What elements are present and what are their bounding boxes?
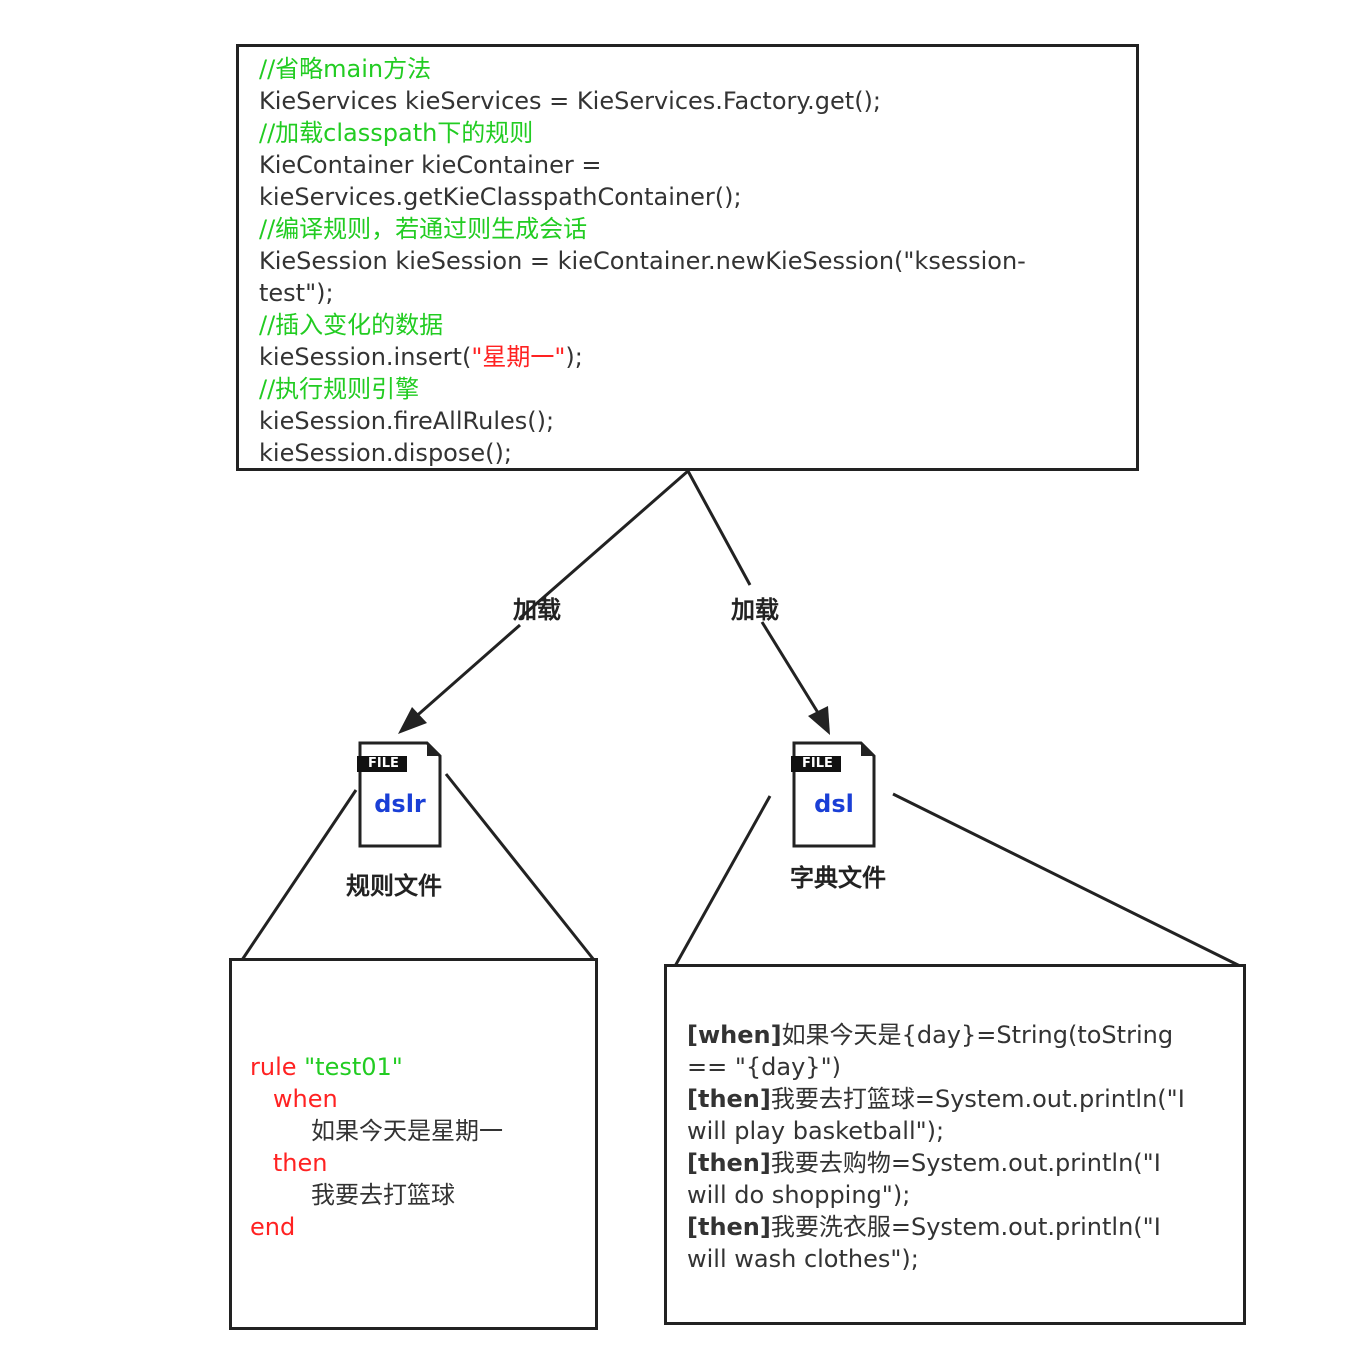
code-segment: then xyxy=(250,1149,328,1177)
code-segment: 我要去打篮球=System.out.println("I xyxy=(770,1085,1185,1113)
edge-to-dslr xyxy=(519,469,689,620)
file-badge: FILE xyxy=(368,756,399,771)
code-line: when xyxy=(250,1083,595,1115)
dslr-file-caption: 规则文件 xyxy=(346,872,442,900)
arrowhead-dsl xyxy=(808,706,830,735)
code-line: kieSession.fireAllRules(); xyxy=(259,405,1136,437)
edge-label-left: 加载 xyxy=(513,596,561,624)
code-segment: //编译规则，若通过则生成会话 xyxy=(259,215,588,243)
code-line: will play basketball"); xyxy=(687,1115,1243,1147)
edge-to-dsl-lower xyxy=(760,621,822,717)
code-line: [when]如果今天是{day}=String(toString xyxy=(687,1019,1243,1051)
dsl-mapping-box: [when]如果今天是{day}=String(toString== "{day… xyxy=(664,964,1246,1325)
code-line: == "{day}") xyxy=(687,1051,1243,1083)
code-line: kieServices.getKieClasspathContainer(); xyxy=(259,181,1136,213)
code-line: end xyxy=(250,1211,595,1243)
code-segment: KieContainer kieContainer = xyxy=(259,151,602,179)
code-segment: when xyxy=(250,1085,338,1113)
code-line: //执行规则引擎 xyxy=(259,373,1136,405)
code-segment: will do shopping"); xyxy=(687,1181,911,1209)
dslr-rule-box: rule "test01" when 如果今天是星期一 then 我要去打篮球 e… xyxy=(229,958,598,1330)
code-segment: kieServices.getKieClasspathContainer(); xyxy=(259,183,742,211)
code-line: [then]我要洗衣服=System.out.println("I xyxy=(687,1211,1243,1243)
edge-label-right: 加载 xyxy=(731,596,779,624)
code-segment: 我要去购物=System.out.println("I xyxy=(770,1149,1161,1177)
code-segment: [then] xyxy=(687,1213,771,1241)
zoom-line-dslr-left xyxy=(240,789,358,961)
code-segment: kieSession.fireAllRules(); xyxy=(259,407,555,435)
file-shape xyxy=(791,741,876,848)
dslr-file-name: dslr xyxy=(374,790,426,818)
code-line: will do shopping"); xyxy=(687,1179,1243,1211)
zoom-line-dsl-right xyxy=(892,792,1241,968)
code-segment: 如果今天是星期一 xyxy=(250,1117,504,1145)
code-line: KieContainer kieContainer = xyxy=(259,149,1136,181)
code-segment: rule xyxy=(250,1053,305,1081)
code-segment: will wash clothes"); xyxy=(687,1245,919,1273)
code-line: then xyxy=(250,1147,595,1179)
code-segment: KieServices kieServices = KieServices.Fa… xyxy=(259,87,882,115)
code-segment: //执行规则引擎 xyxy=(259,375,420,403)
code-segment: //插入变化的数据 xyxy=(259,311,444,339)
code-segment: [then] xyxy=(687,1085,771,1113)
code-line: will wash clothes"); xyxy=(687,1243,1243,1275)
code-line: [then]我要去购物=System.out.println("I xyxy=(687,1147,1243,1179)
file-badge: FILE xyxy=(802,756,833,771)
code-segment: "test01" xyxy=(304,1053,403,1081)
code-line: kieSession.insert("星期一"); xyxy=(259,341,1136,373)
code-segment: "星期一" xyxy=(471,343,566,371)
code-line: test"); xyxy=(259,277,1136,309)
code-segment: == "{day}") xyxy=(687,1053,841,1081)
code-line: [then]我要去打篮球=System.out.println("I xyxy=(687,1083,1243,1115)
code-segment: 如果今天是{day}=String(toString xyxy=(781,1021,1174,1049)
code-segment: 我要洗衣服=System.out.println("I xyxy=(770,1213,1161,1241)
code-line: KieSession kieSession = kieContainer.new… xyxy=(259,245,1136,277)
code-line: //加载classpath下的规则 xyxy=(259,117,1136,149)
dsl-file-icon: FILE dsl xyxy=(791,740,877,850)
code-segment: [then] xyxy=(687,1149,771,1177)
code-segment: kieSession.insert( xyxy=(259,343,472,371)
zoom-line-dsl-left xyxy=(672,795,772,969)
code-segment: test"); xyxy=(259,279,334,307)
code-line: 我要去打篮球 xyxy=(250,1179,595,1211)
code-segment: end xyxy=(250,1213,296,1241)
code-segment: ); xyxy=(565,343,583,371)
code-segment: //加载classpath下的规则 xyxy=(259,119,534,147)
code-line: 如果今天是星期一 xyxy=(250,1115,595,1147)
dsl-file-caption: 字典文件 xyxy=(790,864,886,892)
code-line: //省略main方法 xyxy=(259,53,1136,85)
edge-to-dsl xyxy=(686,470,752,586)
zoom-line-dslr-right xyxy=(444,773,596,961)
code-segment: KieSession kieSession = kieContainer.new… xyxy=(259,247,1026,275)
code-segment: //省略main方法 xyxy=(259,55,432,83)
edge-to-dslr-lower xyxy=(411,623,521,722)
code-line: KieServices kieServices = KieServices.Fa… xyxy=(259,85,1136,117)
code-line: kieSession.dispose(); xyxy=(259,437,1136,469)
code-line: rule "test01" xyxy=(250,1051,595,1083)
dslr-file-icon: FILE dslr xyxy=(357,740,443,850)
dsl-file-name: dsl xyxy=(814,790,854,818)
code-segment: will play basketball"); xyxy=(687,1117,945,1145)
code-segment: kieSession.dispose(); xyxy=(259,439,512,467)
file-shape xyxy=(357,741,442,848)
java-code-box: //省略main方法 KieServices kieServices = KieS… xyxy=(236,44,1139,471)
code-line: //编译规则，若通过则生成会话 xyxy=(259,213,1136,245)
code-line: //插入变化的数据 xyxy=(259,309,1136,341)
arrowhead-dslr xyxy=(398,707,427,734)
code-segment: [when] xyxy=(687,1021,782,1049)
code-segment: 我要去打篮球 xyxy=(250,1181,456,1209)
